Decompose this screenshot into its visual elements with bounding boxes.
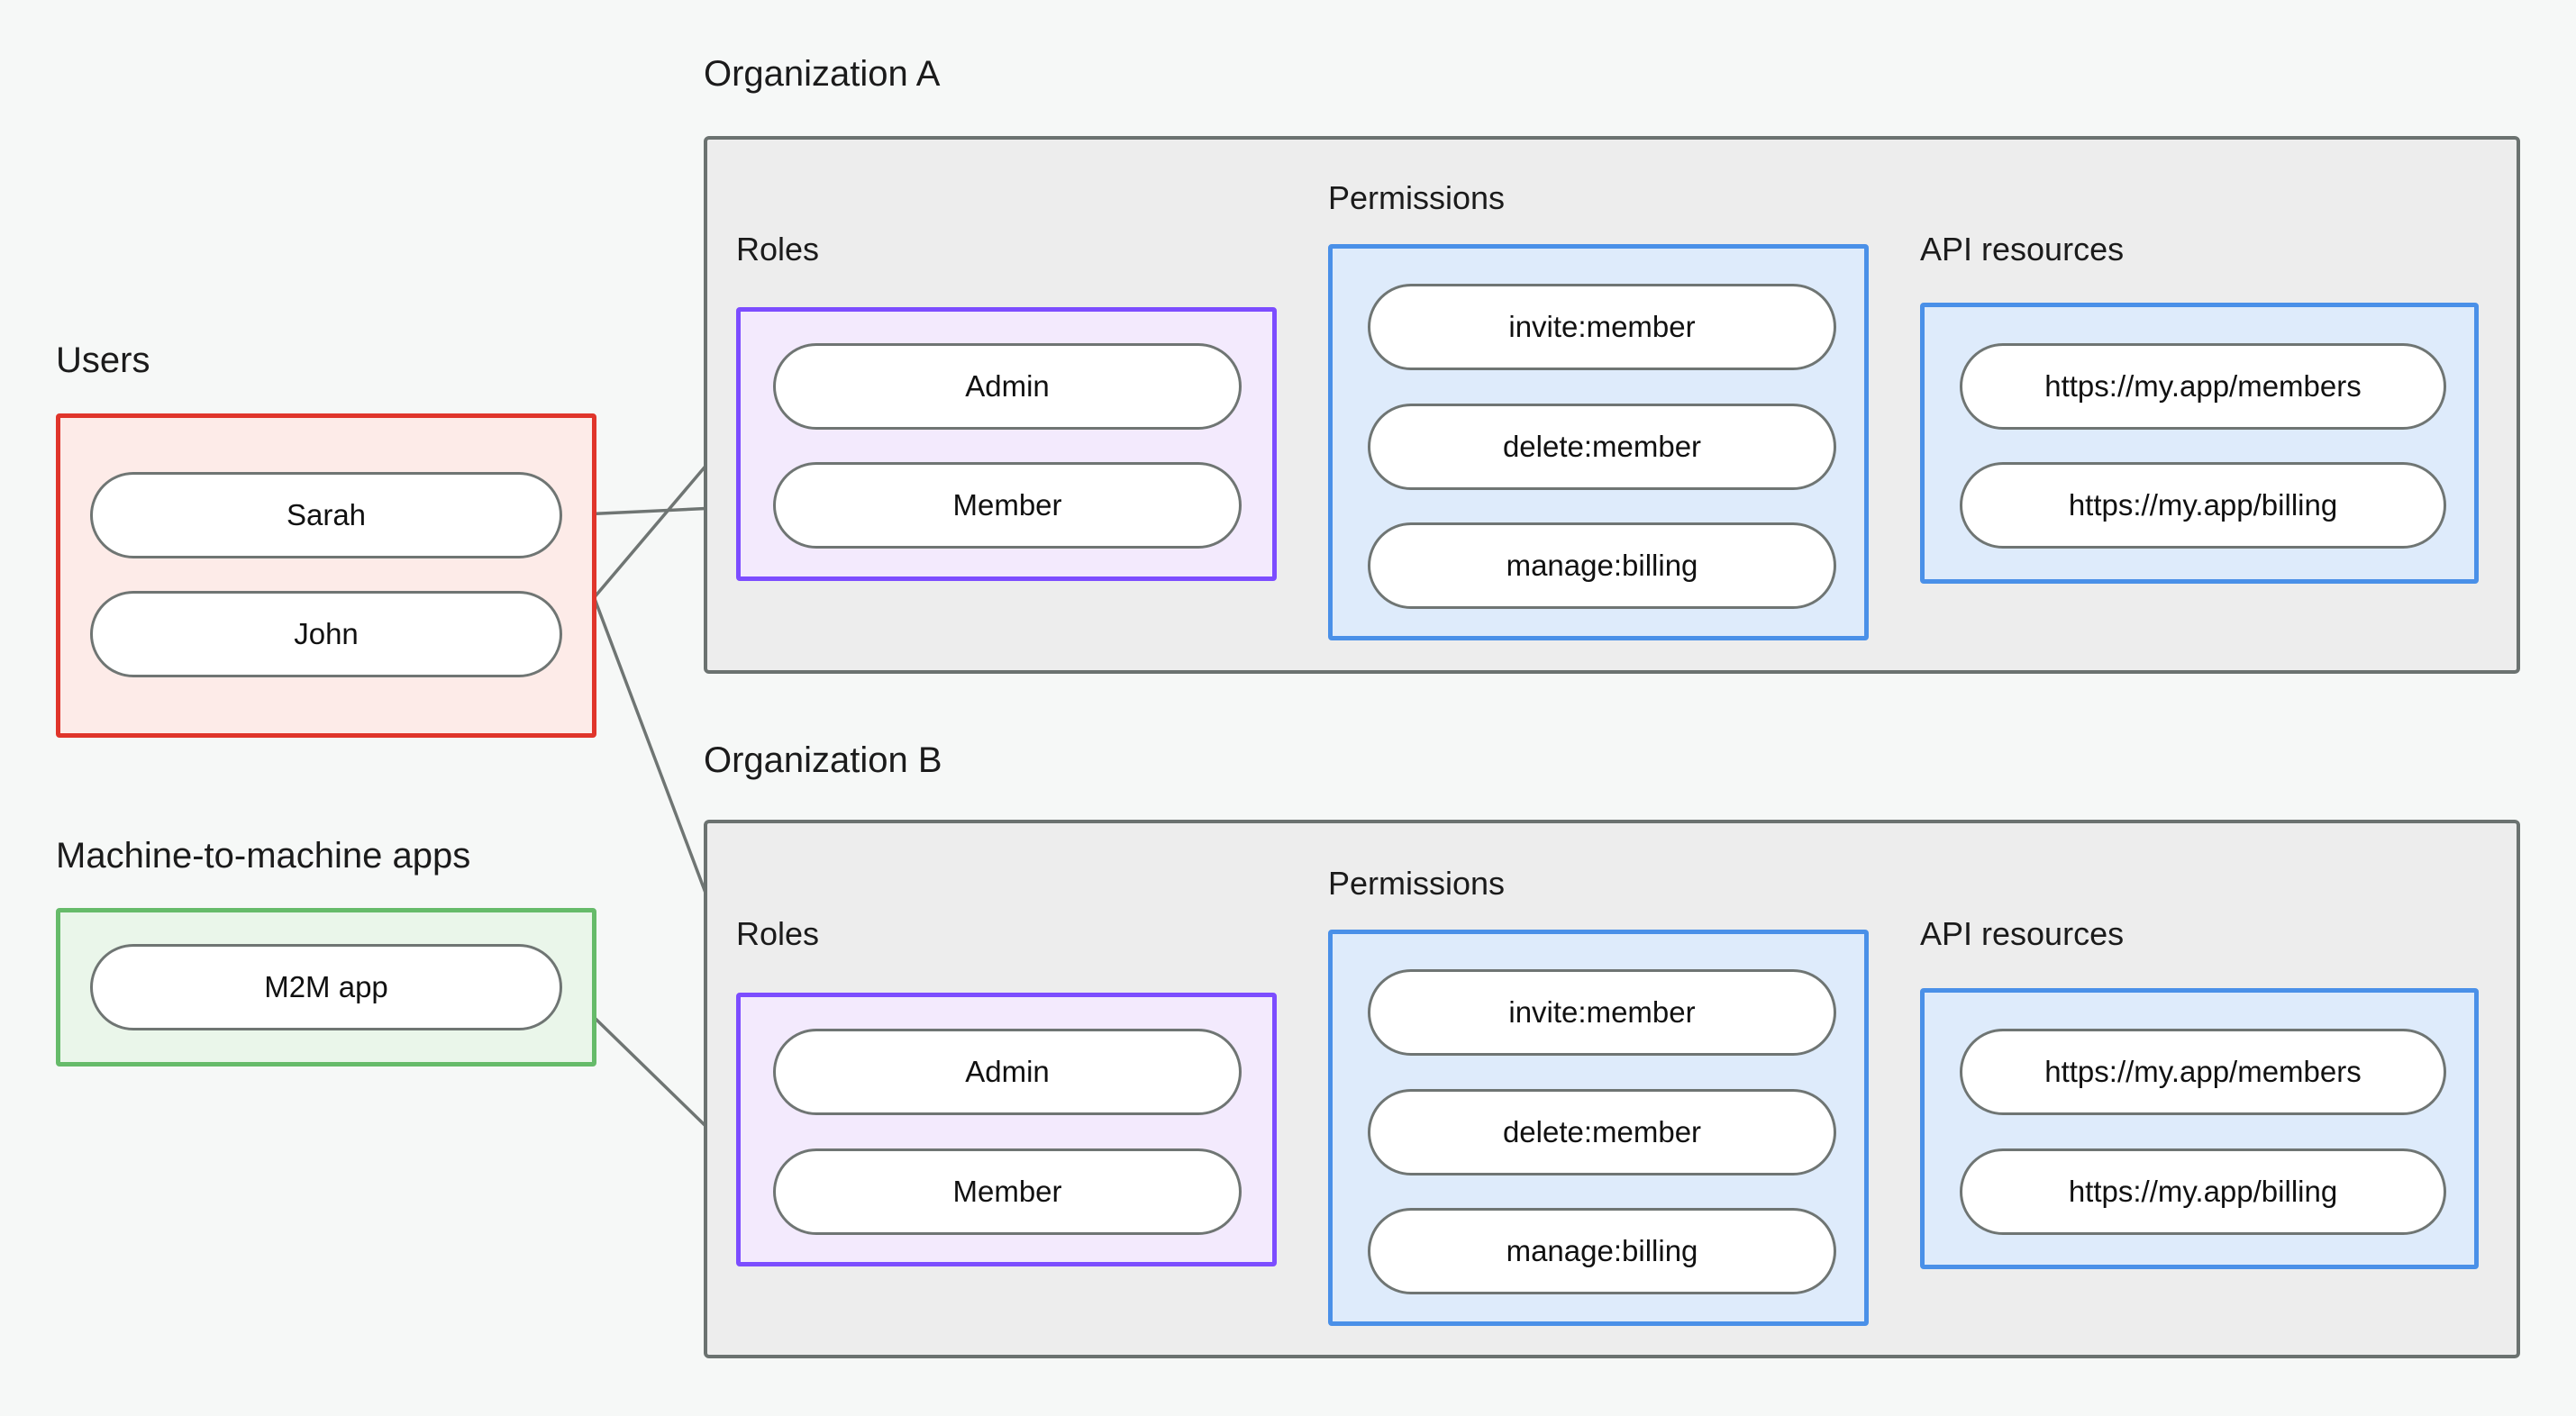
organization-a-permission-delete-member[interactable]: delete:member: [1368, 404, 1836, 490]
organization-b-permission-invite-member[interactable]: invite:member: [1368, 969, 1836, 1056]
organization-b-api-resource-billing[interactable]: https://my.app/billing: [1960, 1148, 2446, 1235]
organization-a-permission-invite-member[interactable]: invite:member: [1368, 284, 1836, 370]
organization-a-permission-manage-billing[interactable]: manage:billing: [1368, 522, 1836, 609]
organization-a-api-resource-members[interactable]: https://my.app/members: [1960, 343, 2446, 430]
organization-b-roles-caption: Roles: [736, 915, 820, 952]
organization-b-role-admin[interactable]: Admin: [773, 1029, 1242, 1115]
organization-a-permissions-caption: Permissions: [1328, 179, 1506, 216]
users-group-box: [56, 413, 596, 738]
organization-b-api-caption: API resources: [1920, 915, 2125, 952]
users-group-caption: Users: [56, 340, 150, 380]
organization-a-role-admin[interactable]: Admin: [773, 343, 1242, 430]
user-node-sarah[interactable]: Sarah: [90, 472, 562, 558]
organization-b-permission-manage-billing[interactable]: manage:billing: [1368, 1208, 1836, 1294]
user-node-john[interactable]: John: [90, 591, 562, 677]
organization-a-roles-caption: Roles: [736, 231, 820, 268]
m2m-group-caption: Machine-to-machine apps: [56, 836, 471, 876]
organization-b-permissions-caption: Permissions: [1328, 865, 1506, 902]
organization-a-api-resource-billing[interactable]: https://my.app/billing: [1960, 462, 2446, 549]
organization-b-api-resource-members[interactable]: https://my.app/members: [1960, 1029, 2446, 1115]
organization-b-permission-delete-member[interactable]: delete:member: [1368, 1089, 1836, 1175]
organization-a-role-member[interactable]: Member: [773, 462, 1242, 549]
organization-a-caption: Organization A: [704, 54, 941, 94]
m2m-node-app[interactable]: M2M app: [90, 944, 562, 1030]
organization-b-role-member[interactable]: Member: [773, 1148, 1242, 1235]
organization-b-caption: Organization B: [704, 740, 942, 780]
organization-a-api-caption: API resources: [1920, 231, 2125, 268]
